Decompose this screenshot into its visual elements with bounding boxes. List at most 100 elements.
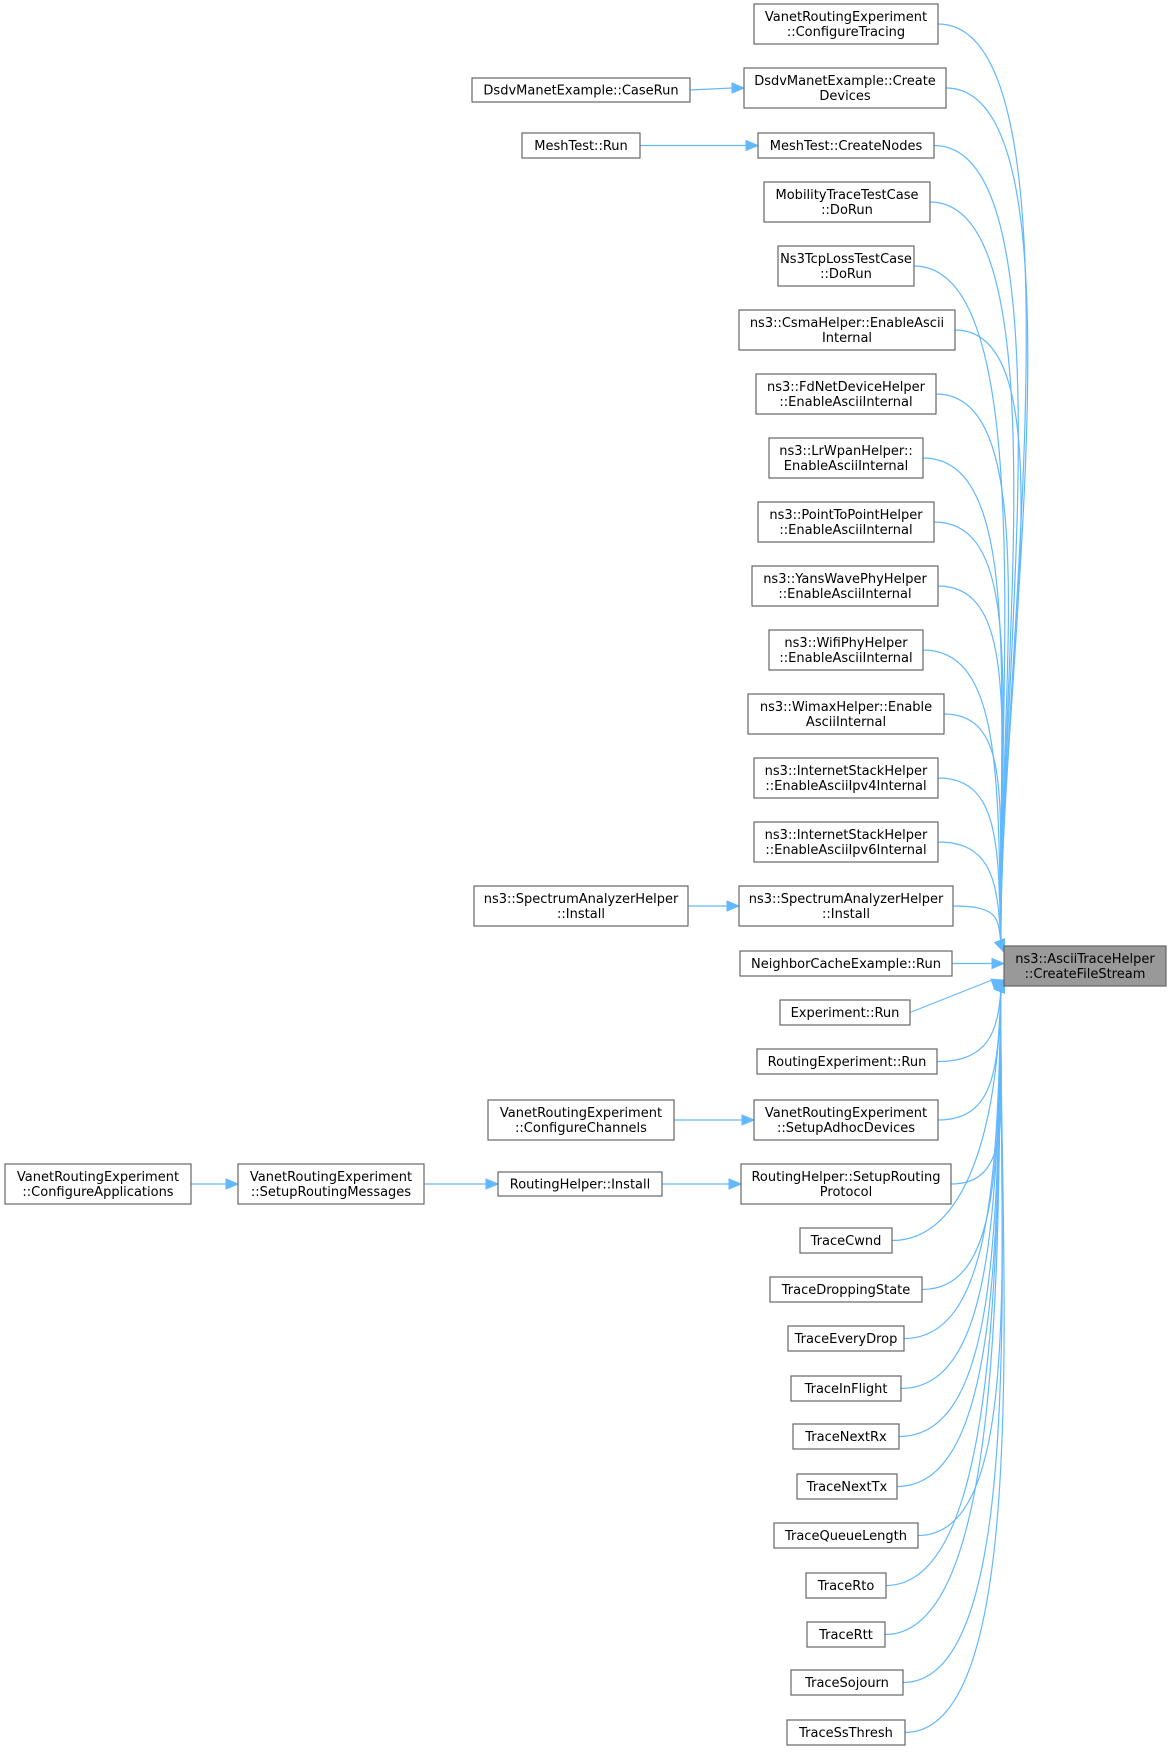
edge-arrowhead <box>225 1178 240 1190</box>
node-label: ::EnableAsciiInternal <box>779 523 912 538</box>
edge-line <box>933 144 1019 945</box>
edge-line <box>943 713 1002 945</box>
edge-line <box>904 987 1005 1734</box>
node-n2a[interactable]: DsdvManetExample::CaseRun <box>471 77 691 103</box>
edge-arrowhead <box>741 1114 756 1126</box>
node-label: RoutingExperiment::Run <box>768 1055 927 1070</box>
node-n26[interactable]: TraceNextTx <box>796 1473 898 1500</box>
edge-line <box>945 87 1029 945</box>
node-box <box>473 885 689 927</box>
node-label: TraceNextTx <box>806 1480 888 1495</box>
target-node[interactable]: ns3::AsciiTraceHelper::CreateFileStream <box>1003 945 1167 987</box>
node-label: VanetRoutingExperiment <box>17 1170 179 1185</box>
node-n20b[interactable]: VanetRoutingExperiment::SetupRoutingMess… <box>237 1163 425 1205</box>
node-n20a[interactable]: RoutingHelper::Install <box>497 1171 663 1197</box>
node-label: TraceQueueLength <box>784 1529 907 1544</box>
node-label: TraceDroppingState <box>781 1283 911 1298</box>
node-box <box>471 77 691 103</box>
node-label: VanetRoutingExperiment <box>765 10 927 25</box>
node-box <box>753 821 939 863</box>
node-label: Internal <box>822 331 872 346</box>
node-n15[interactable]: ns3::SpectrumAnalyzerHelper::Install <box>738 885 954 927</box>
edge-n18-to-t <box>936 978 1005 1063</box>
edge-arrowhead <box>990 978 1006 990</box>
node-n21[interactable]: TraceCwnd <box>799 1227 893 1254</box>
node-n27[interactable]: TraceQueueLength <box>773 1522 919 1549</box>
node-n15a[interactable]: ns3::SpectrumAnalyzerHelper::Install <box>473 885 689 927</box>
node-box <box>740 1163 952 1205</box>
node-label: ::EnableAsciiIpv6Internal <box>765 843 926 858</box>
node-n3a[interactable]: MeshTest::Run <box>521 132 641 159</box>
node-box <box>757 132 935 159</box>
node-box <box>521 132 641 159</box>
node-label: NeighborCacheExample::Run <box>751 957 941 972</box>
node-label: TraceSsThresh <box>798 1726 893 1741</box>
node-label: ns3::LrWpanHelper:: <box>779 444 912 459</box>
node-n13[interactable]: ns3::InternetStackHelper::EnableAsciiIpv… <box>753 757 939 799</box>
node-n31[interactable]: TraceSsThresh <box>786 1719 906 1746</box>
node-n28[interactable]: TraceRto <box>805 1572 887 1599</box>
node-label: ns3::YansWavePhyHelper <box>763 572 927 587</box>
node-n18[interactable]: RoutingExperiment::Run <box>756 1048 938 1075</box>
node-box <box>753 757 939 799</box>
node-n4[interactable]: MobilityTraceTestCase::DoRun <box>763 181 931 223</box>
node-label: VanetRoutingExperiment <box>250 1170 412 1185</box>
node-n29[interactable]: TraceRtt <box>806 1621 886 1648</box>
node-label: ::Install <box>557 907 605 922</box>
node-box <box>237 1163 425 1205</box>
edge-arrowhead <box>745 139 760 152</box>
node-label: RoutingHelper::Install <box>510 1178 651 1193</box>
node-box <box>497 1171 663 1197</box>
node-n19a[interactable]: VanetRoutingExperiment::ConfigureChannel… <box>487 1099 675 1141</box>
edge-line <box>936 987 1002 1063</box>
node-n20c[interactable]: VanetRoutingExperiment::ConfigureApplica… <box>4 1163 192 1205</box>
node-n24[interactable]: TraceInFlight <box>790 1375 902 1402</box>
edge-arrowhead <box>726 900 741 912</box>
node-n8[interactable]: ns3::LrWpanHelper::EnableAsciiInternal <box>768 437 924 479</box>
node-n17[interactable]: Experiment::Run <box>779 999 911 1026</box>
node-n23[interactable]: TraceEveryDrop <box>787 1325 905 1352</box>
node-box <box>753 3 939 45</box>
node-label: MeshTest::Run <box>534 139 628 154</box>
edge-line <box>952 905 1002 945</box>
node-n7[interactable]: ns3::FdNetDeviceHelper::EnableAsciiInter… <box>755 373 937 415</box>
node-label: ::ConfigureTracing <box>787 25 905 40</box>
node-n3[interactable]: MeshTest::CreateNodes <box>757 132 935 159</box>
edge-line <box>689 87 733 91</box>
node-n10[interactable]: ns3::YansWavePhyHelper::EnableAsciiInter… <box>751 565 939 607</box>
node-label: AsciiInternal <box>806 715 886 730</box>
node-n9[interactable]: ns3::PointToPointHelper::EnableAsciiInte… <box>757 501 935 543</box>
node-n6[interactable]: ns3::CsmaHelper::EnableAsciiInternal <box>738 309 956 351</box>
node-label: ::EnableAsciiIpv4Internal <box>765 779 926 794</box>
node-n30[interactable]: TraceSojourn <box>790 1669 904 1696</box>
node-label: Devices <box>819 89 870 104</box>
node-label: VanetRoutingExperiment <box>765 1106 927 1121</box>
edge-arrowhead <box>991 957 1006 970</box>
node-layer: VanetRoutingExperiment::ConfigureTracing… <box>4 3 1167 1746</box>
edge-n2a-to-n2 <box>689 82 746 94</box>
node-n1[interactable]: VanetRoutingExperiment::ConfigureTracing <box>753 3 939 45</box>
node-label: ::CreateFileStream <box>1025 967 1146 982</box>
edge-n19a-to-n19 <box>674 1114 756 1126</box>
node-n11[interactable]: ns3::WifiPhyHelper::EnableAsciiInternal <box>768 629 924 671</box>
edge-n16-to-t <box>952 957 1006 970</box>
node-box <box>769 1276 923 1303</box>
node-box <box>779 999 911 1026</box>
node-box <box>756 1048 938 1075</box>
node-n5[interactable]: Ns3TcpLossTestCase::DoRun <box>777 245 915 287</box>
node-n16[interactable]: NeighborCacheExample::Run <box>739 950 953 977</box>
node-n12[interactable]: ns3::WimaxHelper::EnableAsciiInternal <box>747 693 945 735</box>
node-n19[interactable]: VanetRoutingExperiment::SetupAdhocDevice… <box>753 1099 939 1141</box>
node-n22[interactable]: TraceDroppingState <box>769 1276 923 1303</box>
node-box <box>743 67 947 109</box>
edge-layer <box>191 23 1029 1734</box>
node-n14[interactable]: ns3::InternetStackHelper::EnableAsciiIpv… <box>753 821 939 863</box>
edge-n19-to-t <box>937 978 1005 1121</box>
node-label: DsdvManetExample::Create <box>754 74 936 89</box>
node-n25[interactable]: TraceNextRx <box>792 1423 900 1450</box>
node-label: TraceNextRx <box>804 1430 887 1445</box>
node-box <box>805 1572 887 1599</box>
edge-line <box>937 23 1027 945</box>
